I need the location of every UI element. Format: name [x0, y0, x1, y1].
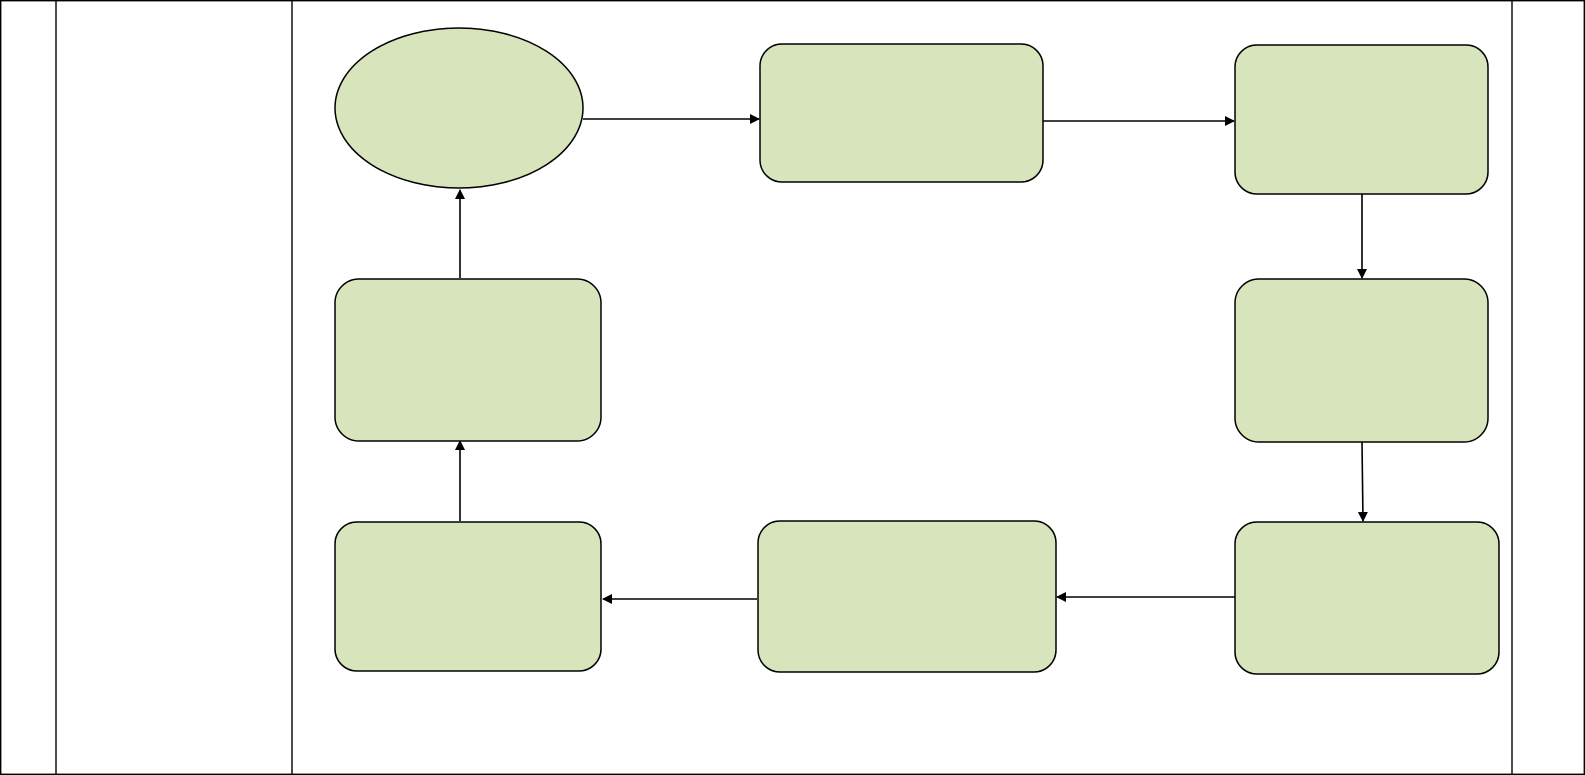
- node-step-3-shape: [1234, 44, 1489, 195]
- node-step-5-shape: [1234, 521, 1500, 675]
- node-step-7-shape: [334, 521, 602, 672]
- node-step-5: [1234, 521, 1500, 675]
- edge-step-4-to-step-5: [1357, 441, 1368, 522]
- node-step-6-shape: [757, 520, 1057, 673]
- node-step-2-shape: [759, 43, 1044, 183]
- node-step-2: [759, 43, 1044, 183]
- node-step-8: [334, 278, 602, 442]
- node-step-3: [1234, 44, 1489, 195]
- nodes-layer: [334, 27, 1500, 675]
- node-start: [334, 27, 584, 189]
- node-step-7: [334, 521, 602, 672]
- node-start-shape: [334, 27, 584, 189]
- node-step-8-shape: [334, 278, 602, 442]
- node-step-4-shape: [1234, 278, 1489, 443]
- node-step-6: [757, 520, 1057, 673]
- edges-layer: [455, 114, 1368, 604]
- node-step-4: [1234, 278, 1489, 443]
